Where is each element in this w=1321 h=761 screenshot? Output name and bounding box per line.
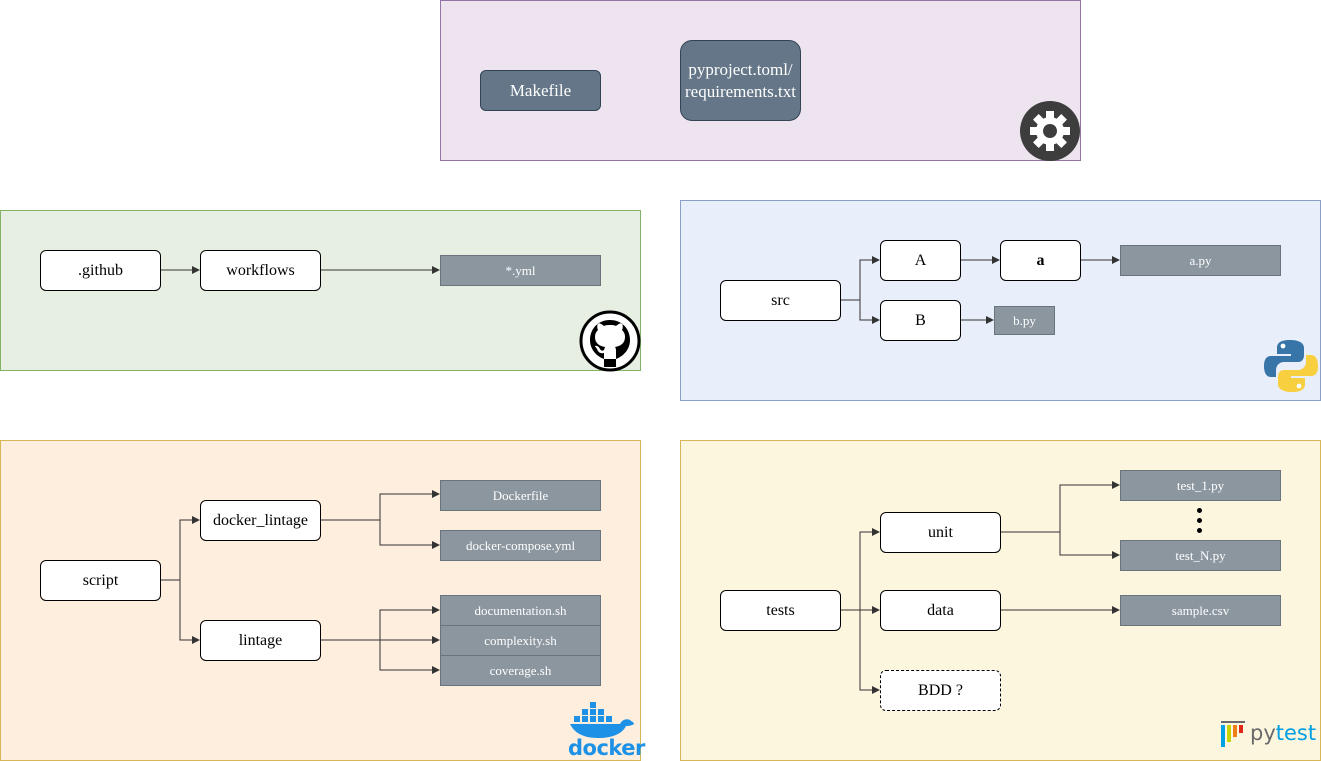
script-dir-node[interactable]: script <box>40 560 161 601</box>
docker-icon: docker <box>568 700 645 760</box>
lintage-dir-node[interactable]: lintage <box>200 620 321 661</box>
A-dir-node[interactable]: A <box>880 240 961 281</box>
documentation-sh-file-node[interactable]: documentation.sh <box>440 595 601 626</box>
makefile-node[interactable]: Makefile <box>480 70 601 111</box>
edge-tests-unit <box>840 528 880 611</box>
complexity-sh-file-node[interactable]: complexity.sh <box>440 625 601 656</box>
pytest-wordmark-py: py <box>1250 721 1276 745</box>
github-dir-node[interactable]: .github <box>40 250 161 291</box>
edge-lintage-coverage <box>320 639 440 674</box>
ellipsis-dots <box>1196 508 1204 534</box>
coverage-sh-file-node[interactable]: coverage.sh <box>440 655 601 686</box>
edge-script-docker <box>160 516 200 581</box>
edge-unit-testN <box>1000 531 1120 559</box>
yml-file-node[interactable]: *.yml <box>440 255 601 286</box>
pytest-wordmark-test: test <box>1275 721 1317 745</box>
workflows-dir-node[interactable]: workflows <box>200 250 321 291</box>
github-icon <box>579 310 641 376</box>
docker-wordmark: docker <box>568 736 645 760</box>
sample-csv-file-node[interactable]: sample.csv <box>1120 595 1281 626</box>
edge-unit-test1 <box>1000 481 1120 533</box>
gear-icon <box>1019 100 1081 166</box>
unit-dir-node[interactable]: unit <box>880 512 1001 553</box>
edge-src-b <box>840 299 880 324</box>
edge-docker-compose <box>320 519 440 549</box>
python-icon <box>1263 338 1319 398</box>
edge-src-a <box>840 256 880 301</box>
edge-tests-bdd <box>840 609 880 694</box>
test-1-file-node[interactable]: test_1.py <box>1120 470 1281 501</box>
dockerfile-file-node[interactable]: Dockerfile <box>440 480 601 511</box>
edge-lintage-doc <box>320 606 440 641</box>
docker-compose-file-node[interactable]: docker-compose.yml <box>440 530 601 561</box>
edge-script-lintage <box>160 579 200 644</box>
pytest-wordmark: pytest <box>1250 720 1316 746</box>
pytest-icon: pytest <box>1220 720 1316 750</box>
bdd-dir-node[interactable]: BDD ? <box>880 670 1001 711</box>
edge-docker-dockerfile <box>320 490 440 521</box>
pyproject-node[interactable]: pyproject.toml/ requirements.txt <box>680 40 801 121</box>
a-subdir-node[interactable]: a <box>1000 240 1081 281</box>
a-py-file-node[interactable]: a.py <box>1120 245 1281 276</box>
test-N-file-node[interactable]: test_N.py <box>1120 540 1281 571</box>
src-dir-node[interactable]: src <box>720 280 841 321</box>
docker-lintage-dir-node[interactable]: docker_lintage <box>200 500 321 541</box>
b-py-file-node[interactable]: b.py <box>994 306 1055 335</box>
B-dir-node[interactable]: B <box>880 300 961 341</box>
tests-dir-node[interactable]: tests <box>720 590 841 631</box>
data-dir-node[interactable]: data <box>880 590 1001 631</box>
